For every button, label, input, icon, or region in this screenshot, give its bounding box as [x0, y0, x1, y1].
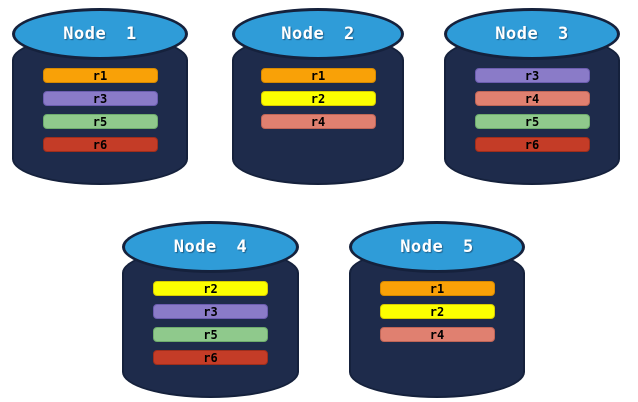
node-2-header: Node 2 — [232, 8, 404, 60]
node-2-replica-list: r1 r2 r4 — [232, 68, 404, 129]
replica-bar-r6: r6 — [474, 137, 590, 152]
node-3-replica-list: r3 r4 r5 r6 — [444, 68, 620, 152]
replica-bar-r1: r1 — [260, 68, 376, 83]
db-node-3: Node 3 r3 r4 r5 r6 — [444, 8, 620, 185]
node-5-cylinder-body — [349, 247, 525, 398]
node-5-label: Node 5 — [400, 237, 474, 257]
replica-bar-r6: r6 — [42, 137, 158, 152]
replica-bar-r5: r5 — [153, 327, 268, 342]
node-4-label: Node 4 — [173, 237, 248, 257]
node-4-cylinder-body — [122, 247, 299, 398]
node-5-replica-list: r1 r2 r4 — [349, 281, 525, 342]
replica-bar-r2: r2 — [260, 91, 376, 106]
db-node-5: Node 5 r1 r2 r4 — [349, 221, 525, 398]
replica-bar-r3: r3 — [474, 68, 590, 83]
replica-bar-r2: r2 — [379, 304, 495, 319]
replica-bar-r4: r4 — [260, 114, 376, 129]
node-4-replica-list: r2 r3 r5 r6 — [122, 281, 299, 365]
replica-bar-r4: r4 — [379, 327, 495, 342]
node-3-label: Node 3 — [495, 24, 569, 44]
node-2-label: Node 2 — [281, 24, 355, 44]
replica-bar-r5: r5 — [42, 114, 158, 129]
replica-bar-r4: r4 — [474, 91, 590, 106]
node-5-header: Node 5 — [349, 221, 525, 273]
replica-bar-r2: r2 — [153, 281, 268, 296]
node-1-label: Node 1 — [63, 24, 137, 44]
replica-bar-r1: r1 — [42, 68, 158, 83]
node-3-header: Node 3 — [444, 8, 620, 60]
replica-bar-r6: r6 — [153, 350, 268, 365]
replica-bar-r3: r3 — [153, 304, 268, 319]
node-1-replica-list: r1 r3 r5 r6 — [12, 68, 188, 152]
node-1-header: Node 1 — [12, 8, 188, 60]
node-4-header: Node 4 — [122, 221, 299, 273]
db-node-1: Node 1 r1 r3 r5 r6 — [12, 8, 188, 185]
replica-bar-r5: r5 — [474, 114, 590, 129]
replica-bar-r3: r3 — [42, 91, 158, 106]
db-node-4: Node 4 r2 r3 r5 r6 — [122, 221, 299, 398]
replica-bar-r1: r1 — [379, 281, 495, 296]
db-node-2: Node 2 r1 r2 r4 — [232, 8, 404, 185]
